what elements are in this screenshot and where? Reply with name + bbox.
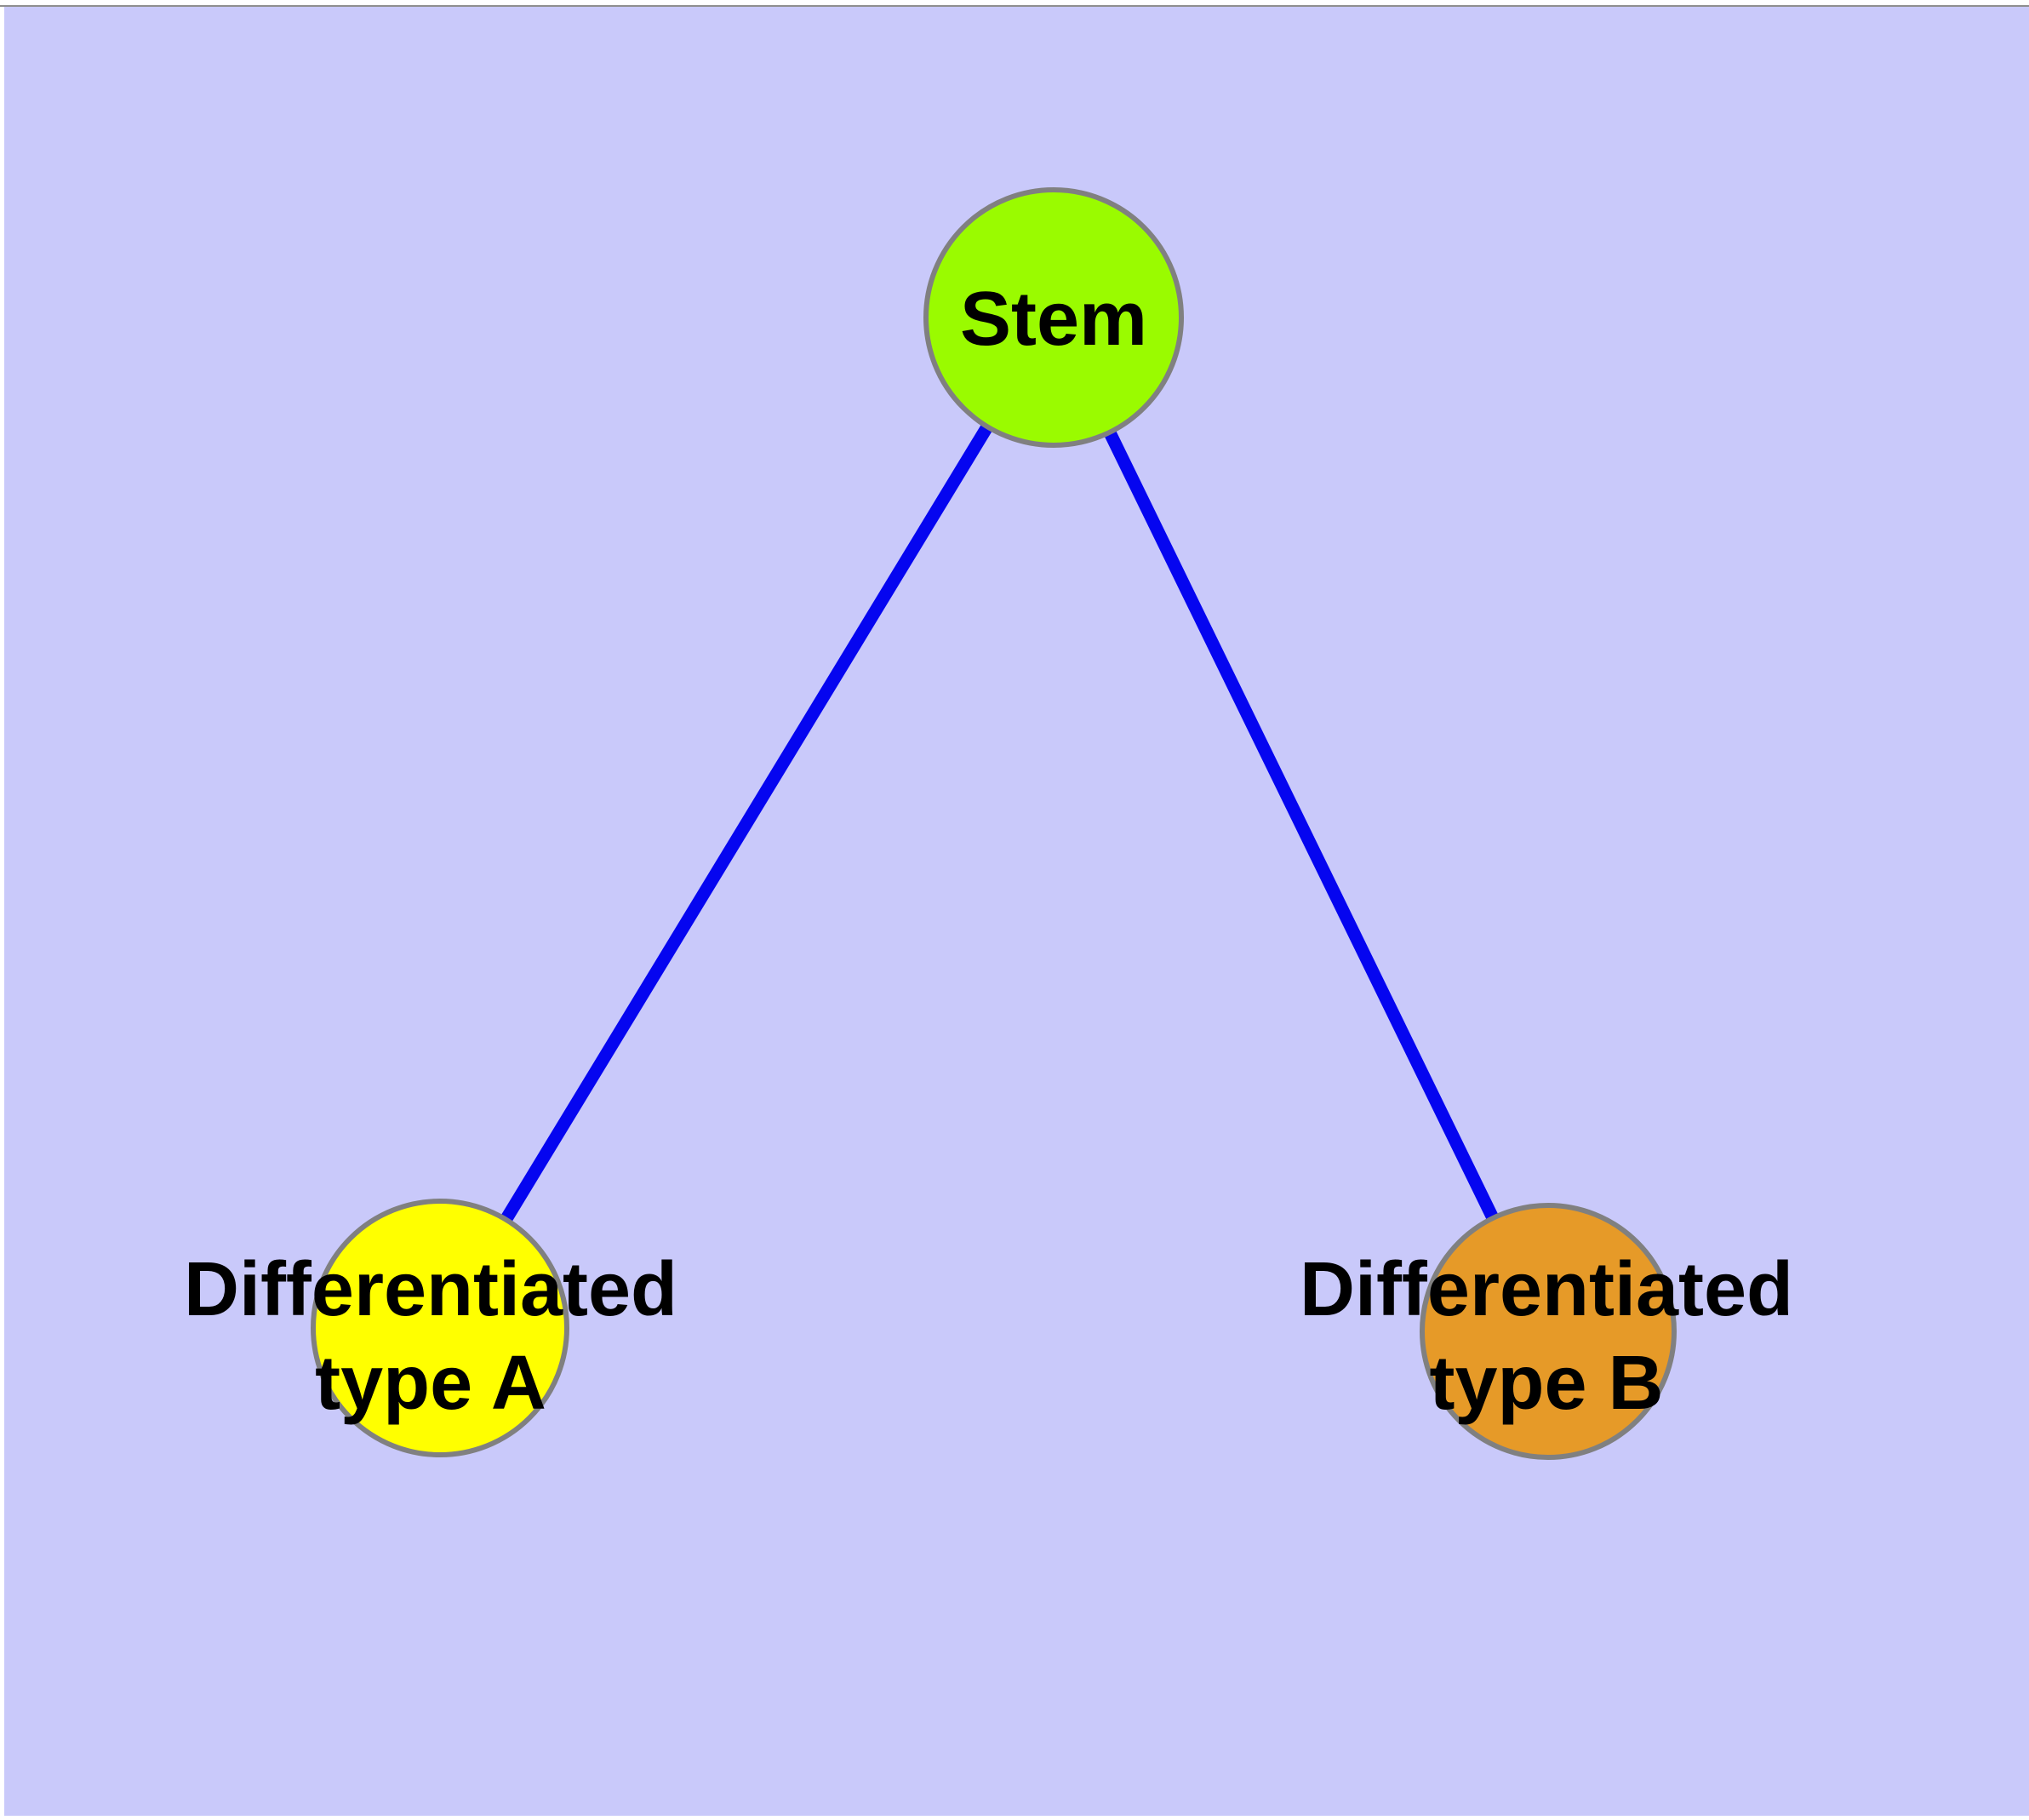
node-stem-label: Stem	[960, 277, 1147, 362]
node-type-a-label-line1: Differentiated	[184, 1247, 677, 1332]
node-type-a-label-line2: type A	[315, 1341, 546, 1426]
node-stem-circle	[923, 187, 1184, 448]
nodes	[311, 187, 1677, 1460]
edges	[434, 314, 1554, 1335]
node-type-b-circle	[1420, 1203, 1677, 1460]
edge-stem-to-type-b	[1048, 314, 1554, 1335]
node-type-b-label-line2: type B	[1429, 1341, 1663, 1426]
edge-stem-to-type-a	[434, 314, 1060, 1331]
node-labels: Stem Differentiated type A Differentiate…	[184, 277, 1793, 1426]
node-type-a-circle	[311, 1199, 569, 1457]
node-type-b-label-line1: Differentiated	[1300, 1247, 1793, 1332]
